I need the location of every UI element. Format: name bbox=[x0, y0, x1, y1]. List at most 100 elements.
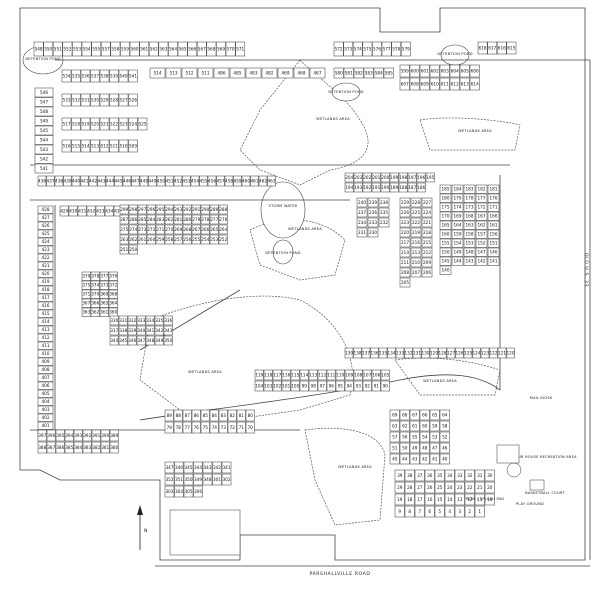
lot-50[interactable]: 50 bbox=[399, 442, 410, 454]
lot-574[interactable]: 574 bbox=[352, 41, 363, 57]
lot-96[interactable]: 96 bbox=[326, 380, 336, 392]
lot-338[interactable]: 338 bbox=[118, 325, 128, 336]
lot-291[interactable]: 291 bbox=[191, 204, 201, 215]
lot-48[interactable]: 48 bbox=[419, 442, 430, 454]
lot-273[interactable]: 273 bbox=[137, 224, 147, 235]
lot-156[interactable]: 156 bbox=[487, 229, 500, 239]
lot-342[interactable]: 342 bbox=[212, 461, 222, 474]
lot-81[interactable]: 81 bbox=[236, 409, 246, 422]
lot-154[interactable]: 154 bbox=[451, 238, 464, 248]
lot-257[interactable]: 257 bbox=[173, 234, 183, 245]
lot-54[interactable]: 54 bbox=[419, 431, 430, 443]
lot-196[interactable]: 196 bbox=[416, 172, 426, 183]
lot-468[interactable]: 468 bbox=[293, 67, 310, 79]
lot-41[interactable]: 41 bbox=[429, 453, 440, 465]
lot-171[interactable]: 171 bbox=[487, 202, 500, 212]
lot-216[interactable]: 216 bbox=[410, 237, 422, 248]
lot-604[interactable]: 604 bbox=[449, 64, 460, 78]
lot-550[interactable]: 550 bbox=[43, 41, 54, 57]
lot-210[interactable]: 210 bbox=[410, 257, 422, 268]
lot-64[interactable]: 64 bbox=[439, 409, 450, 421]
lot-254[interactable]: 254 bbox=[200, 234, 210, 245]
lot-425[interactable]: 425 bbox=[37, 229, 54, 238]
lot-391[interactable]: 391 bbox=[91, 429, 101, 442]
lot-215[interactable]: 215 bbox=[421, 237, 433, 248]
lot-374[interactable]: 374 bbox=[90, 280, 100, 290]
lot-263[interactable]: 263 bbox=[119, 234, 129, 245]
lot-560[interactable]: 560 bbox=[129, 41, 140, 57]
lot-183[interactable]: 183 bbox=[463, 184, 476, 194]
lot-346[interactable]: 346 bbox=[127, 335, 137, 346]
lot-61[interactable]: 61 bbox=[409, 420, 420, 432]
lot-535[interactable]: 535 bbox=[71, 69, 81, 83]
lot-98[interactable]: 98 bbox=[308, 380, 318, 392]
lot-368[interactable]: 368 bbox=[108, 289, 118, 299]
lot-115[interactable]: 115 bbox=[290, 369, 300, 381]
lot-134[interactable]: 134 bbox=[387, 347, 396, 359]
lot-106[interactable]: 106 bbox=[371, 369, 381, 381]
lot-375[interactable]: 375 bbox=[81, 280, 91, 290]
lot-43[interactable]: 43 bbox=[409, 453, 420, 465]
lot-186[interactable]: 186 bbox=[416, 182, 426, 193]
lot-445[interactable]: 445 bbox=[114, 175, 123, 187]
lot-486[interactable]: 486 bbox=[213, 67, 230, 79]
lot-110[interactable]: 110 bbox=[335, 369, 345, 381]
lot-239[interactable]: 239 bbox=[367, 197, 379, 208]
lot-205[interactable]: 205 bbox=[399, 277, 411, 288]
lot-332[interactable]: 332 bbox=[127, 315, 137, 326]
lot-361[interactable]: 361 bbox=[99, 307, 109, 317]
lot-47[interactable]: 47 bbox=[429, 442, 440, 454]
lot-133[interactable]: 133 bbox=[395, 347, 404, 359]
lot-413[interactable]: 413 bbox=[37, 325, 54, 334]
lot-519[interactable]: 519 bbox=[80, 117, 91, 131]
lot-212[interactable]: 212 bbox=[421, 247, 433, 258]
lot-39[interactable]: 39 bbox=[394, 469, 405, 482]
lot-208[interactable]: 208 bbox=[399, 267, 411, 278]
lot-235[interactable]: 235 bbox=[378, 207, 390, 218]
lot-430[interactable]: 430 bbox=[68, 205, 78, 217]
lot-367[interactable]: 367 bbox=[81, 298, 91, 308]
lot-371[interactable]: 371 bbox=[81, 289, 91, 299]
lot-419[interactable]: 419 bbox=[37, 277, 54, 286]
lot-350[interactable]: 350 bbox=[183, 473, 194, 486]
lot-4[interactable]: 4 bbox=[444, 505, 455, 518]
lot-522[interactable]: 522 bbox=[109, 117, 119, 131]
lot-192[interactable]: 192 bbox=[362, 182, 372, 193]
lot-572[interactable]: 572 bbox=[333, 41, 344, 57]
lot-131[interactable]: 131 bbox=[412, 347, 421, 359]
lot-601[interactable]: 601 bbox=[419, 64, 430, 78]
lot-530[interactable]: 530 bbox=[90, 93, 100, 107]
lot-383[interactable]: 383 bbox=[82, 441, 92, 454]
lot-138[interactable]: 138 bbox=[353, 347, 362, 359]
lot-363[interactable]: 363 bbox=[81, 307, 91, 317]
lot-69[interactable]: 69 bbox=[389, 409, 400, 421]
lot-566[interactable]: 566 bbox=[187, 41, 198, 57]
lot-167[interactable]: 167 bbox=[475, 211, 488, 221]
lot-447[interactable]: 447 bbox=[131, 175, 140, 187]
lot-221[interactable]: 221 bbox=[421, 217, 433, 228]
lot-116[interactable]: 116 bbox=[281, 369, 291, 381]
lot-165[interactable]: 165 bbox=[439, 220, 452, 230]
lot-600[interactable]: 600 bbox=[409, 64, 420, 78]
lot-38[interactable]: 38 bbox=[404, 469, 415, 482]
lot-53[interactable]: 53 bbox=[429, 431, 440, 443]
lot-44[interactable]: 44 bbox=[399, 453, 410, 465]
lot-364[interactable]: 364 bbox=[108, 298, 118, 308]
lot-191[interactable]: 191 bbox=[371, 182, 381, 193]
lot-104[interactable]: 104 bbox=[254, 380, 264, 392]
lot-509[interactable]: 509 bbox=[128, 139, 138, 153]
lot-554[interactable]: 554 bbox=[81, 41, 92, 57]
lot-514[interactable]: 514 bbox=[149, 67, 166, 79]
lot-127[interactable]: 127 bbox=[446, 347, 455, 359]
lot-77[interactable]: 77 bbox=[182, 421, 192, 434]
lot-10[interactable]: 10 bbox=[484, 493, 495, 506]
lot-298[interactable]: 298 bbox=[128, 204, 138, 215]
lot-517[interactable]: 517 bbox=[61, 117, 72, 131]
lot-225[interactable]: 225 bbox=[410, 207, 422, 218]
lot-438[interactable]: 438 bbox=[54, 175, 63, 187]
lot-563[interactable]: 563 bbox=[158, 41, 169, 57]
lot-109[interactable]: 109 bbox=[344, 369, 354, 381]
lot-93[interactable]: 93 bbox=[353, 380, 363, 392]
lot-269[interactable]: 269 bbox=[173, 224, 183, 235]
lot-369[interactable]: 369 bbox=[99, 289, 109, 299]
